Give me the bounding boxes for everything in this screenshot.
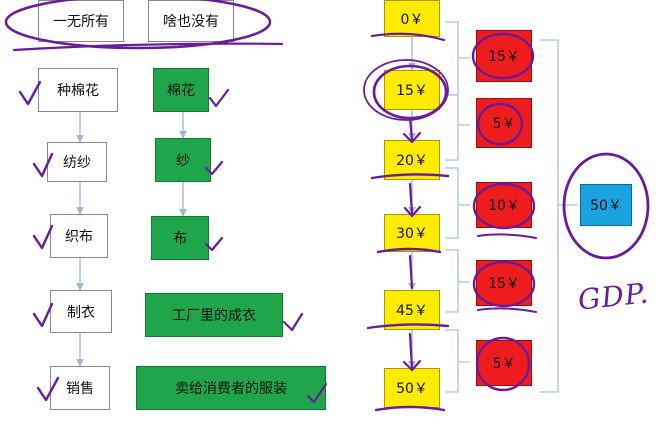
check-mark-icon xyxy=(208,88,230,108)
ink-arrow-stroke xyxy=(408,254,414,290)
ink-underline-top xyxy=(12,42,284,52)
step-tailor: 制衣 xyxy=(50,290,112,333)
check-mark-icon xyxy=(282,312,304,332)
pair-bracket xyxy=(445,249,470,313)
pair-bracket xyxy=(445,21,470,96)
ink-underline-red-4 xyxy=(477,307,537,313)
gdp-total-box: 50￥ xyxy=(580,184,632,226)
product-cotton: 棉花 xyxy=(153,68,209,112)
value-added-2: 5￥ xyxy=(476,98,532,148)
ink-underline-red-3 xyxy=(477,233,537,239)
ink-arrow-stroke xyxy=(403,182,422,218)
value-added-5: 5￥ xyxy=(476,340,532,386)
step-spin: 纺纱 xyxy=(47,142,107,182)
step-weave: 织布 xyxy=(50,214,108,258)
value-box-15: 15￥ xyxy=(384,70,440,110)
handwritten-gdp-note: GDP. xyxy=(576,276,651,317)
value-box-30: 30￥ xyxy=(384,214,440,252)
pair-bracket xyxy=(445,167,470,239)
value-added-3: 10￥ xyxy=(476,182,532,228)
step-sell: 销售 xyxy=(50,366,110,410)
ink-arrow-stroke xyxy=(402,116,422,144)
value-added-4: 15￥ xyxy=(476,260,532,306)
step-plant-cotton: 种棉花 xyxy=(38,68,118,112)
pair-bracket xyxy=(445,329,470,393)
pair-bracket xyxy=(445,94,470,161)
value-box-20: 20￥ xyxy=(384,140,440,180)
ink-arrow-stroke xyxy=(402,332,422,372)
nothing-label-2: 啥也没有 xyxy=(148,0,234,42)
product-yarn: 纱 xyxy=(155,138,211,182)
value-box-45: 45￥ xyxy=(384,290,440,330)
gdp-bracket xyxy=(540,39,578,393)
product-factory-garment: 工厂里的成衣 xyxy=(145,293,283,337)
check-mark-icon xyxy=(18,80,42,106)
product-consumer-clothing: 卖给消费者的服装 xyxy=(136,366,326,410)
value-box-0: 0￥ xyxy=(384,0,440,37)
nothing-label-1: 一无所有 xyxy=(38,0,124,42)
value-box-50: 50￥ xyxy=(384,368,440,408)
product-cloth: 布 xyxy=(151,216,209,260)
value-added-1: 15￥ xyxy=(476,30,532,82)
